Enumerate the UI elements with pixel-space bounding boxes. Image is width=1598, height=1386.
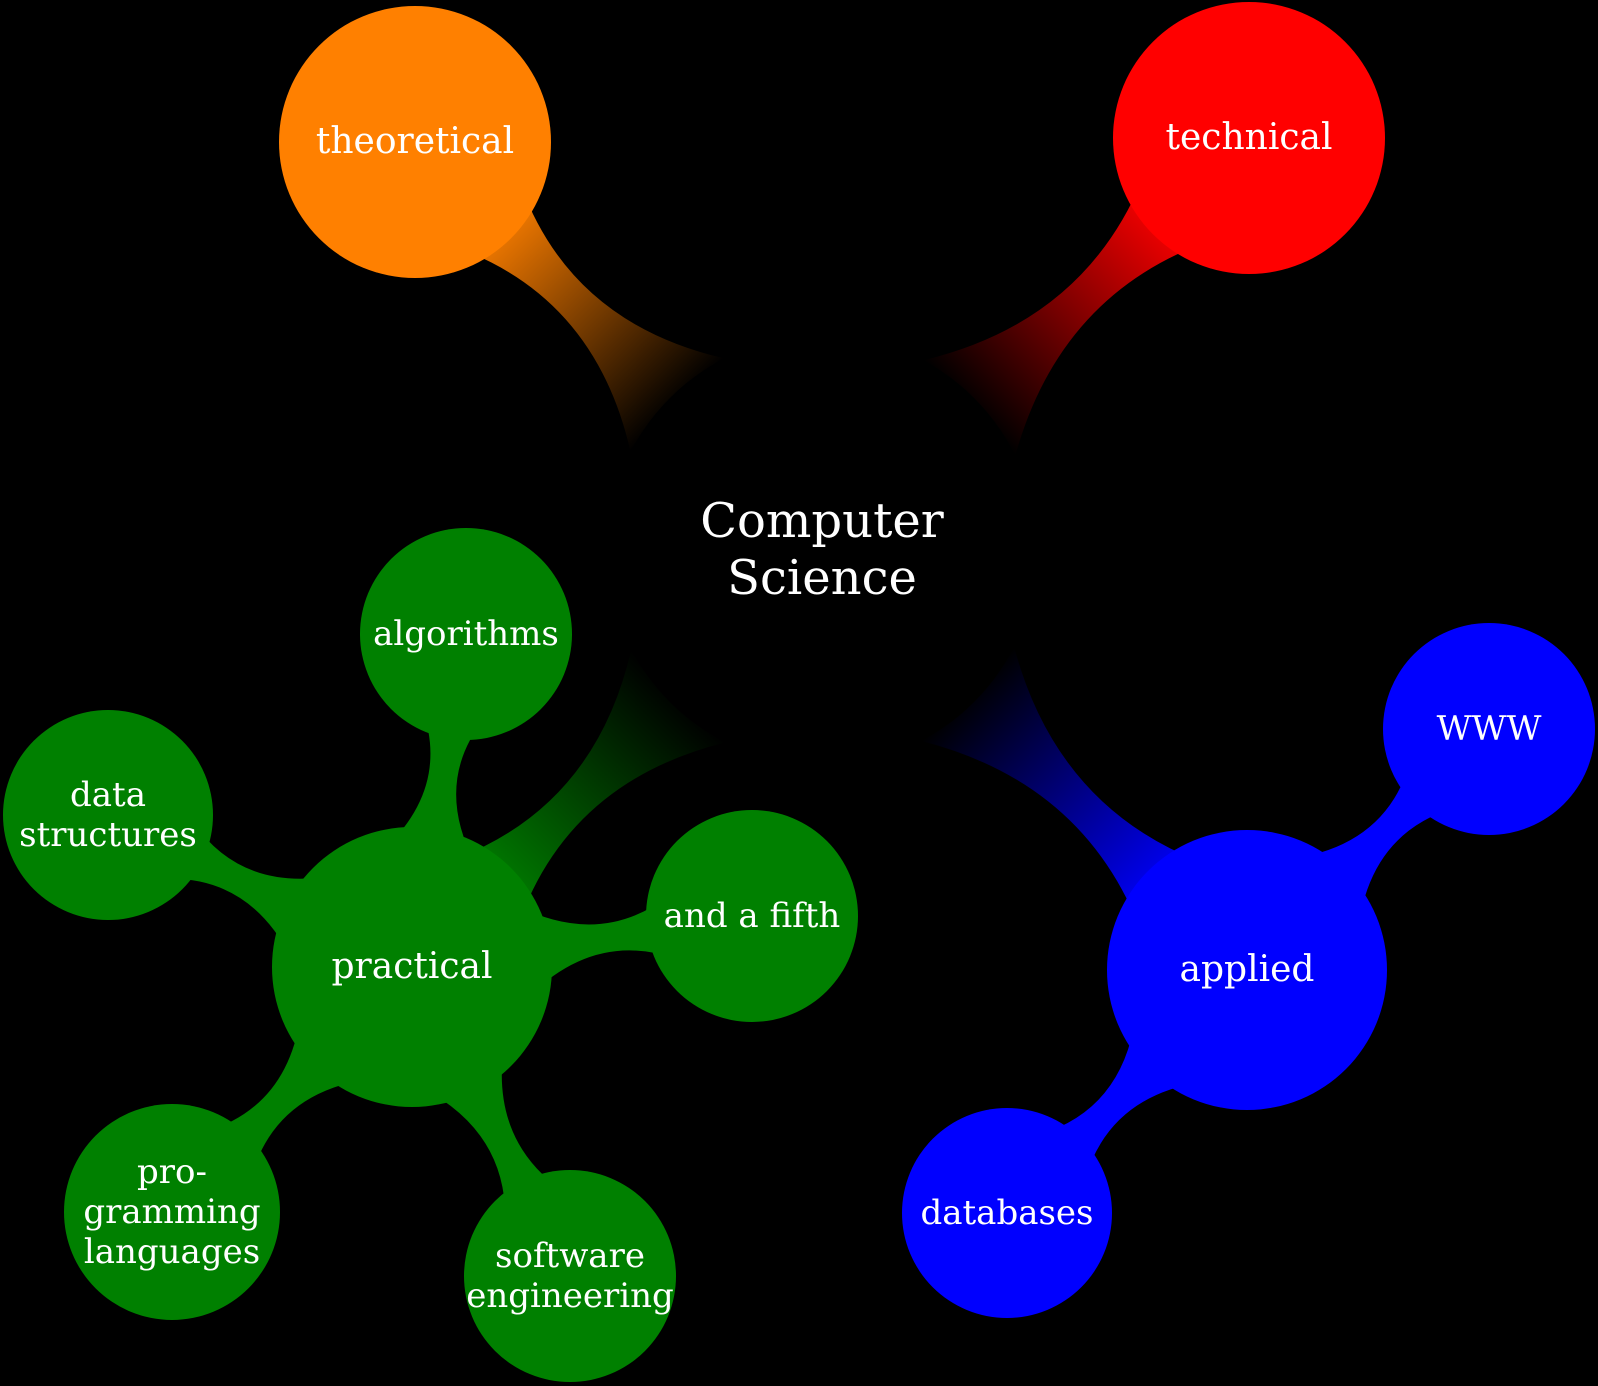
algorithms-label: algorithms [373,613,559,654]
practical-label: practical [331,945,493,987]
software-engineering-label: software engineering [466,1235,674,1316]
connector-root-practical [457,649,726,920]
node-technical: technical [1113,2,1385,274]
connector-root-theoretical [458,186,724,452]
technical-label: technical [1165,116,1333,158]
node-software-engineering: software engineering [464,1170,676,1382]
theoretical-label: theoretical [315,120,515,162]
databases-label: databases [920,1192,1094,1233]
node-and-a-fifth: and a fifth [646,810,858,1022]
node-databases: databases [902,1108,1112,1318]
and-a-fifth-label: and a fifth [663,895,841,936]
connector-root-technical [923,180,1204,456]
connector-root-applied [921,647,1201,925]
node-data-structures: data structures [3,710,213,920]
node-algorithms: algorithms [360,528,572,740]
programming-languages-label: pro- gramming languages [83,1151,261,1273]
root-label: Computer Science [700,493,944,606]
www-label: WWW [1436,708,1542,749]
applied-label: applied [1179,948,1315,990]
node-applied: applied [1107,830,1387,1110]
node-practical: practical [272,827,552,1107]
node-theoretical: theoretical [279,6,551,278]
node-computer-science: Computer Science [607,335,1037,765]
connector-practical-fifth [515,896,679,996]
connector-practical-algorithms [384,707,485,864]
node-programming-languages: pro- gramming languages [64,1104,280,1320]
node-www: WWW [1383,623,1595,835]
data-structures-label: data structures [19,774,197,855]
